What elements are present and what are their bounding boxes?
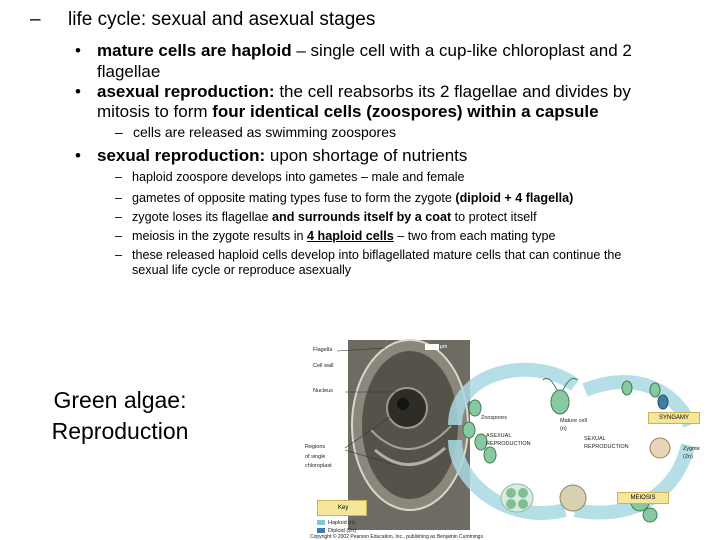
side-title: Green algae: Reproduction bbox=[30, 385, 210, 447]
plain-text: these released haploid cells develop int… bbox=[132, 248, 622, 262]
plain-text: haploid zoospore develops into gametes –… bbox=[132, 170, 465, 184]
capsule-image bbox=[500, 483, 534, 513]
sub-item-text: meiosis in the zygote results in 4 haplo… bbox=[132, 229, 556, 244]
meiosis-label: MEIOSIS bbox=[617, 492, 669, 504]
dash-marker: – bbox=[115, 229, 123, 243]
plain-text: cells are released as swimming zoospores bbox=[133, 124, 396, 140]
heading-text: life cycle: sexual and asexual stages bbox=[68, 9, 376, 30]
life-cycle-figure: Flagella 1 µm Cell wall Nucleus Regions … bbox=[305, 330, 720, 540]
dash-marker: – bbox=[115, 248, 123, 262]
plain-text: mitosis to form bbox=[97, 102, 213, 121]
side-title-line: Reproduction bbox=[51, 418, 189, 444]
zoospores-label: Zoospores bbox=[481, 415, 507, 421]
mature-cell-image bbox=[542, 377, 578, 415]
plain-text: flagellae bbox=[97, 62, 161, 81]
asexual-label-2: REPRODUCTION bbox=[486, 441, 531, 447]
dash-marker: – bbox=[115, 210, 123, 224]
plain-text: gametes of opposite mating types fuse to… bbox=[132, 191, 456, 205]
dash-marker: – bbox=[115, 124, 123, 140]
bold-text: and surrounds itself by a coat bbox=[272, 210, 452, 224]
bold-text: four identical cells (zoospores) within … bbox=[212, 102, 599, 121]
mature-cell-label-2: (n) bbox=[560, 426, 567, 432]
plain-text: – two from each mating type bbox=[393, 229, 556, 243]
bold-text: sexual reproduction: bbox=[97, 146, 266, 165]
sub-item-text: gametes of opposite mating types fuse to… bbox=[132, 191, 573, 206]
plain-text: sexual life cycle or reproduce asexually bbox=[132, 263, 352, 277]
bullet-text: mitosis to form four identical cells (zo… bbox=[97, 101, 599, 122]
zygote-label: Zygote bbox=[683, 446, 700, 452]
zygote-image bbox=[649, 437, 671, 459]
label-leaders bbox=[336, 347, 401, 466]
haploid-key-label: Haploid (n) bbox=[328, 520, 355, 526]
dash-marker: – bbox=[30, 9, 41, 30]
micrograph-image bbox=[348, 339, 470, 530]
bullet-marker: • bbox=[75, 146, 81, 165]
side-title-line: Green algae: bbox=[53, 387, 187, 413]
bold-text: mature cells are haploid bbox=[97, 41, 292, 60]
bullet-marker: • bbox=[75, 41, 81, 60]
plain-text: zygote loses its flagellae bbox=[132, 210, 273, 224]
zoospores-image bbox=[462, 399, 497, 464]
plain-text: upon shortage of nutrients bbox=[265, 146, 468, 165]
bullet-marker: • bbox=[75, 82, 81, 101]
sub-item-text: zygote loses its flagellae and surrounds… bbox=[132, 210, 537, 225]
plain-text: – single cell with a cup-like chloroplas… bbox=[291, 41, 632, 60]
plain-text: to protect itself bbox=[451, 210, 537, 224]
underlined-text: 4 haploid cells bbox=[307, 229, 394, 243]
nucleus-label: Nucleus bbox=[313, 388, 333, 394]
flagella-label: Flagella bbox=[313, 347, 333, 353]
diploid-key-label: Diploid (2n) bbox=[328, 528, 357, 534]
figure-drawing bbox=[317, 339, 697, 533]
bold-text: (diploid + 4 flagella) bbox=[455, 191, 574, 205]
regions-label-2: of single bbox=[305, 454, 326, 460]
dash-marker: – bbox=[115, 170, 123, 184]
plain-text: the cell reabsorbs its 2 flagellae and d… bbox=[274, 82, 631, 101]
copyright-text: Copyright © 2002 Pearson Education, Inc.… bbox=[310, 534, 483, 540]
sexual-label-2: REPRODUCTION bbox=[584, 444, 629, 450]
sexual-label: SEXUAL bbox=[584, 436, 606, 442]
diploid-swatch bbox=[317, 528, 325, 533]
bullet-text: asexual reproduction: the cell reabsorbs… bbox=[97, 81, 631, 102]
gametes-image bbox=[621, 380, 669, 410]
dash-marker: – bbox=[115, 191, 123, 205]
syngamy-label: SYNGAMY bbox=[648, 412, 700, 424]
asexual-label: ASEXUAL bbox=[486, 433, 512, 439]
bold-text: asexual reproduction: bbox=[97, 82, 275, 101]
haploid-swatch bbox=[317, 520, 325, 525]
cell-wall-label: Cell wall bbox=[313, 363, 334, 369]
bullet-text: mature cells are haploid – single cell w… bbox=[97, 40, 632, 61]
plain-text: meiosis in the zygote results in bbox=[132, 229, 307, 243]
regions-label: Regions bbox=[305, 444, 326, 450]
mature-cell-label: Mature cell bbox=[560, 418, 587, 424]
scale-label: 1 µm bbox=[435, 344, 448, 350]
zygote-label-2: (2n) bbox=[683, 454, 693, 460]
key-box: Key bbox=[317, 500, 367, 516]
bullet-text: sexual reproduction: upon shortage of nu… bbox=[97, 145, 467, 166]
regions-label-3: chloroplast bbox=[305, 463, 332, 469]
